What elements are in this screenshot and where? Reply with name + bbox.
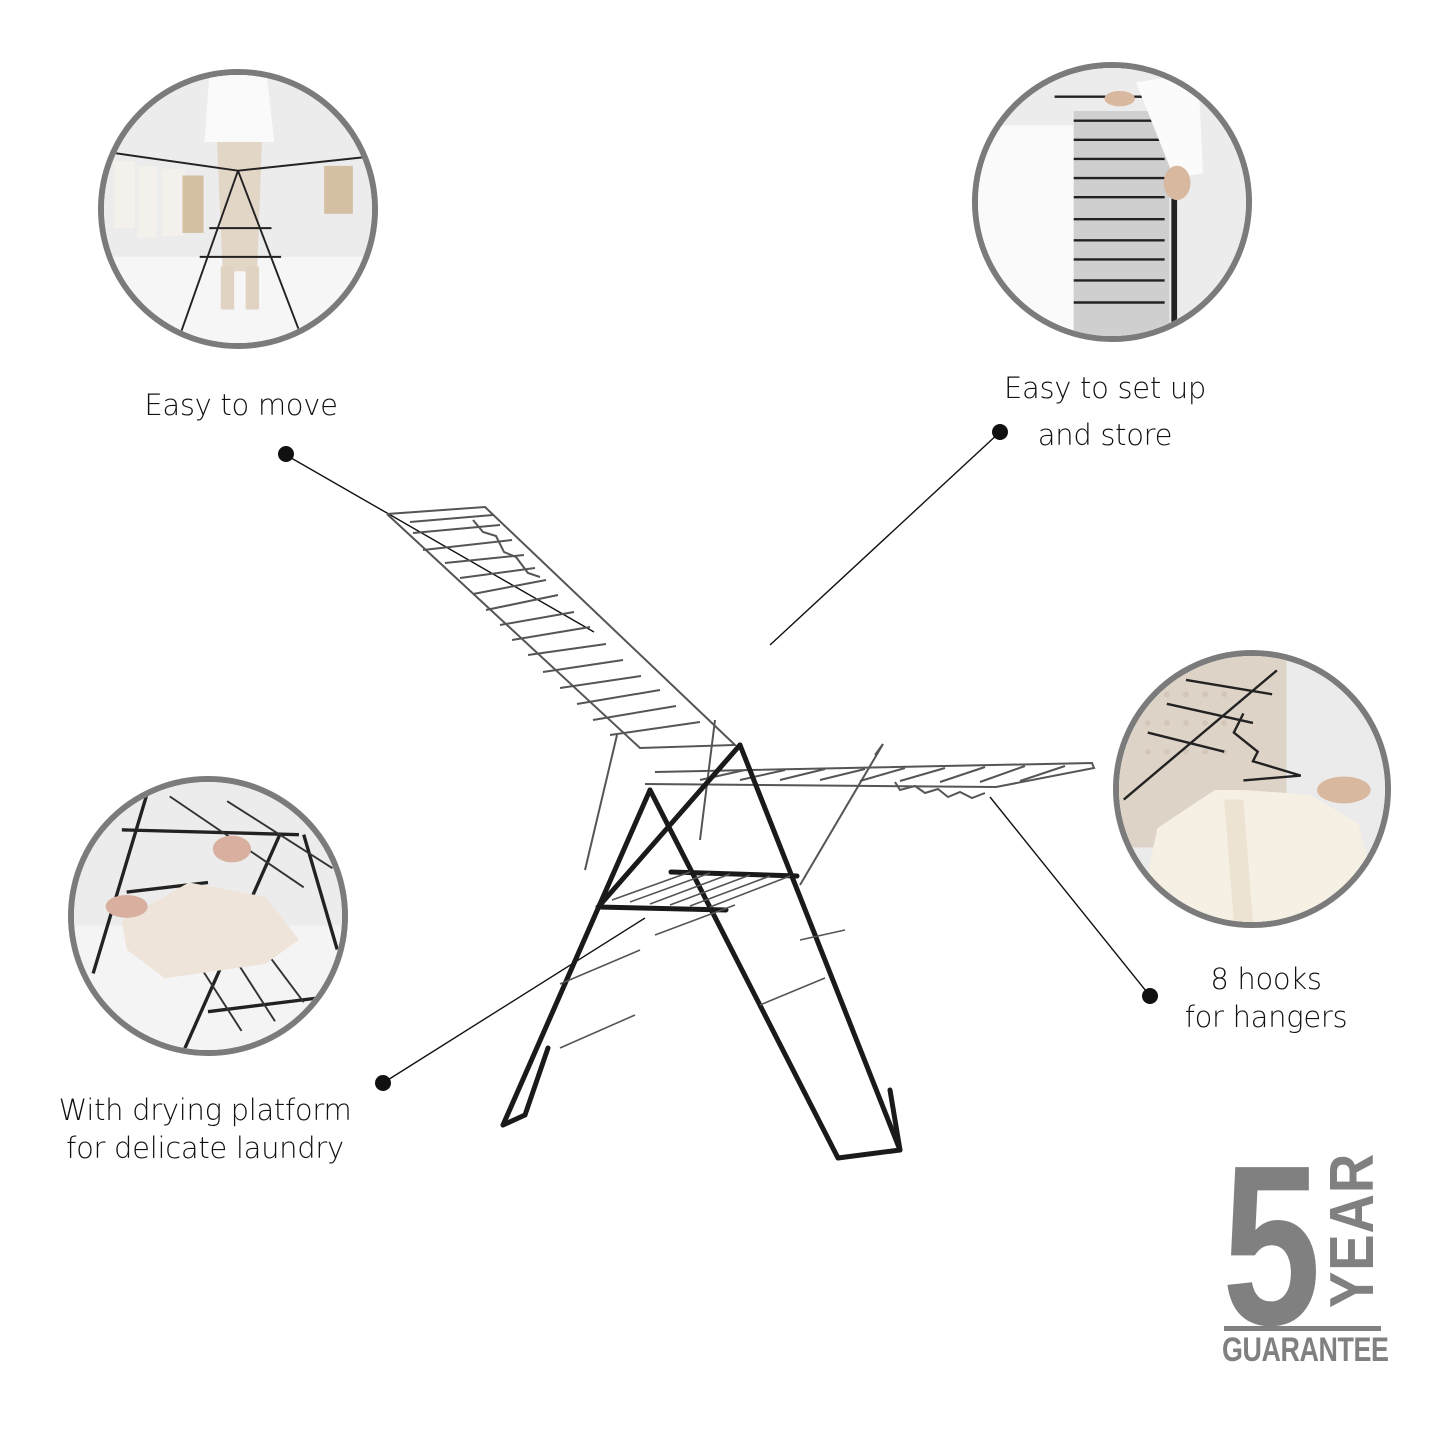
feature-image-hooks [1113,650,1391,928]
feature-image-easy-to-move [98,69,378,349]
dot-platform [375,1075,391,1091]
feature-image-easy-to-set-up [972,62,1252,342]
feature-label-hooks: 8 hooks for hangers [1184,962,1348,1034]
guarantee-divider [1224,1326,1381,1331]
guarantee-years-number: 5 [1222,1119,1321,1373]
sweater-on-platform-photo-icon [74,782,342,1050]
leader-lines [285,431,1151,1084]
feature-label-easy-to-set-up: Easy to set up and store [1003,371,1207,452]
right-wing [644,743,1096,886]
frame [500,742,903,1161]
leader-dots [278,424,1158,1091]
feature-label-platform: With drying platform for delicate laundr… [58,1093,352,1165]
dot-easy-to-move [278,446,294,462]
dot-easy-to-set-up [992,424,1008,440]
left-wing [386,505,738,871]
woman-with-rack-photo-icon [104,75,372,343]
feature-label-easy-to-move: Easy to move [144,388,338,422]
shirt-on-hanger-photo-icon [1119,656,1385,922]
folded-rack-photo-icon [978,68,1246,336]
dot-hooks [1142,988,1158,1004]
feature-image-platform [68,776,348,1056]
guarantee-year-word: YEAR [1318,1152,1387,1308]
platform-shelf [559,871,846,1049]
guarantee-label: GUARANTEE [1222,1331,1389,1369]
guarantee-badge: 5 YEAR GUARANTEE [1222,1132,1389,1368]
